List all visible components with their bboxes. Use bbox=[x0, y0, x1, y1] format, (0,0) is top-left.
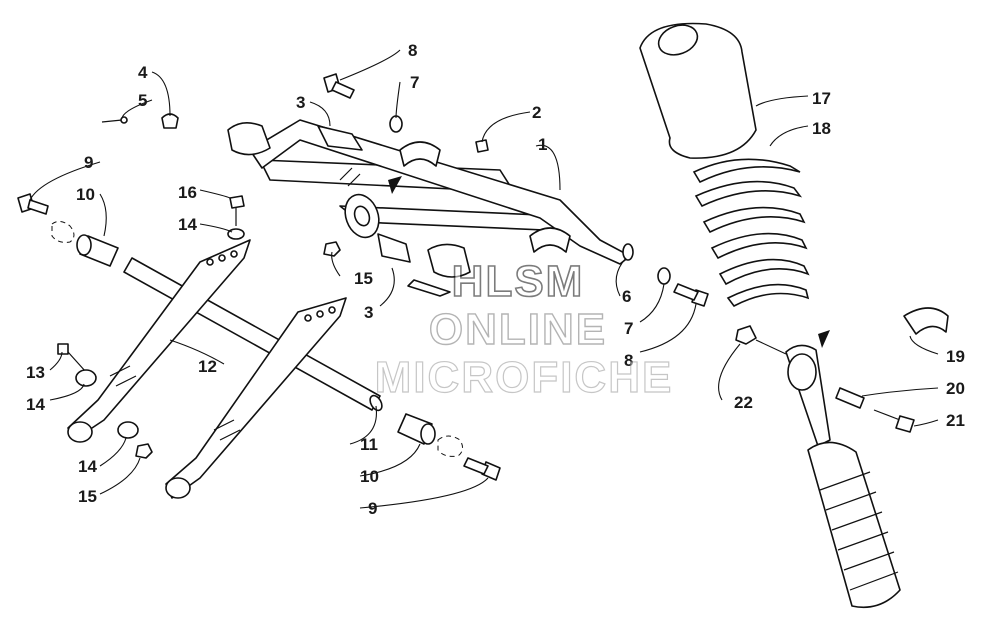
clip-ring bbox=[903, 307, 949, 335]
callout-20: 20 bbox=[946, 379, 965, 398]
watermark-line-1: HLSM bbox=[452, 257, 585, 306]
callout-3-upper: 3 bbox=[296, 93, 305, 112]
callout-6: 6 bbox=[622, 287, 631, 306]
callout-7-upper: 7 bbox=[410, 73, 419, 92]
left-link-arm bbox=[67, 239, 251, 443]
callout-21: 21 bbox=[946, 411, 965, 430]
callout-11: 11 bbox=[360, 435, 378, 454]
leader-lines bbox=[29, 49, 939, 509]
callout-10-upper: 10 bbox=[76, 185, 95, 204]
arrow-marker-right bbox=[818, 330, 830, 348]
washer-upper bbox=[75, 369, 97, 387]
callout-12: 12 bbox=[198, 357, 217, 376]
callout-1: 1 bbox=[538, 135, 547, 154]
callout-7-lower: 7 bbox=[624, 319, 633, 338]
callout-4: 4 bbox=[138, 63, 148, 82]
callout-3-lower: 3 bbox=[364, 303, 373, 322]
callout-10-lower: 10 bbox=[360, 467, 379, 486]
bushing-left bbox=[76, 234, 119, 267]
callout-5: 5 bbox=[138, 91, 147, 110]
bushing-right bbox=[397, 413, 436, 445]
callout-labels: 1 2 3 3 4 5 6 7 7 8 8 9 9 10 10 11 12 13… bbox=[26, 41, 965, 518]
bolt-shock bbox=[873, 409, 915, 433]
callout-14-lower: 14 bbox=[78, 457, 97, 476]
callout-13: 13 bbox=[26, 363, 45, 382]
arrow-marker-left bbox=[388, 176, 402, 194]
callout-8-upper: 8 bbox=[408, 41, 417, 60]
bolt-side bbox=[673, 283, 709, 307]
callout-16: 16 bbox=[178, 183, 197, 202]
end-cap bbox=[622, 243, 634, 261]
upper-bolt bbox=[229, 195, 245, 209]
nut-left bbox=[135, 443, 153, 459]
bolt-left bbox=[17, 193, 49, 215]
washer-top bbox=[227, 228, 245, 240]
callout-15-upper: 15 bbox=[354, 269, 373, 288]
clip bbox=[161, 113, 179, 129]
callout-17: 17 bbox=[812, 89, 831, 108]
watermark-line-3: MICROFICHE bbox=[375, 353, 674, 402]
callout-2: 2 bbox=[532, 103, 541, 122]
callout-14-middle: 14 bbox=[26, 395, 45, 414]
callout-9-lower: 9 bbox=[368, 499, 377, 518]
right-link-arm bbox=[165, 297, 347, 499]
bolt-right bbox=[463, 457, 501, 481]
pin bbox=[101, 119, 123, 123]
callout-14-upper: 14 bbox=[178, 215, 197, 234]
washer-lower bbox=[117, 421, 139, 439]
watermark: HLSM ONLINE MICROFICHE bbox=[374, 256, 674, 402]
washer-left bbox=[51, 220, 75, 243]
callout-15-lower: 15 bbox=[78, 487, 97, 506]
small-bolt bbox=[57, 343, 87, 373]
callout-9-upper: 9 bbox=[84, 153, 93, 172]
bracket-upper bbox=[227, 122, 363, 156]
nut-shock bbox=[735, 325, 757, 345]
callout-18: 18 bbox=[812, 119, 831, 138]
spacer-sleeve bbox=[835, 387, 865, 409]
washer-side bbox=[657, 267, 671, 285]
callout-19: 19 bbox=[946, 347, 965, 366]
callout-8-lower: 8 bbox=[624, 351, 633, 370]
bracket-lower bbox=[377, 233, 471, 297]
shock-cover bbox=[639, 22, 757, 159]
watermark-line-2: ONLINE bbox=[429, 305, 607, 354]
callout-22: 22 bbox=[734, 393, 753, 412]
bolt-top bbox=[323, 73, 355, 99]
shock-body bbox=[785, 344, 901, 609]
nut-upper bbox=[323, 241, 341, 257]
pin-head bbox=[120, 116, 128, 124]
main-swing-arm bbox=[249, 119, 631, 265]
washer-top-right bbox=[389, 115, 403, 133]
shock-spring bbox=[692, 158, 810, 308]
washer-right bbox=[437, 435, 464, 457]
